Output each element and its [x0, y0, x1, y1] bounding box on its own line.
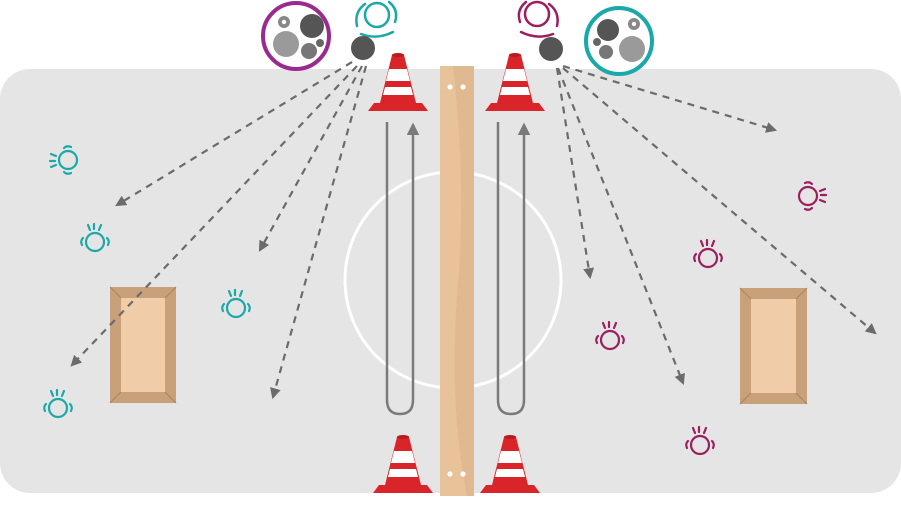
left-ball-bag-icon [261, 1, 331, 71]
right-ball-bag-icon [584, 6, 654, 76]
pass-arrows [70, 61, 877, 400]
pass-arrow [562, 64, 778, 133]
ball-icon [539, 37, 563, 61]
pass-arrow [555, 67, 595, 280]
pass-arrow [115, 61, 353, 207]
left-coach-icon [351, 0, 398, 60]
pass-arrow [270, 65, 368, 400]
pass-arrow [556, 67, 685, 386]
left-goal-box-icon [109, 286, 177, 404]
right-goal-box-icon [739, 287, 808, 405]
center-bench-icon [440, 66, 474, 496]
pass-arrow [258, 65, 363, 252]
left-run-path [385, 122, 420, 416]
pass-arrow [70, 65, 358, 367]
right-coach-icon [517, 0, 563, 61]
pass-arrow [562, 67, 877, 335]
ball-icon [351, 36, 375, 60]
right-run-path [496, 122, 531, 416]
